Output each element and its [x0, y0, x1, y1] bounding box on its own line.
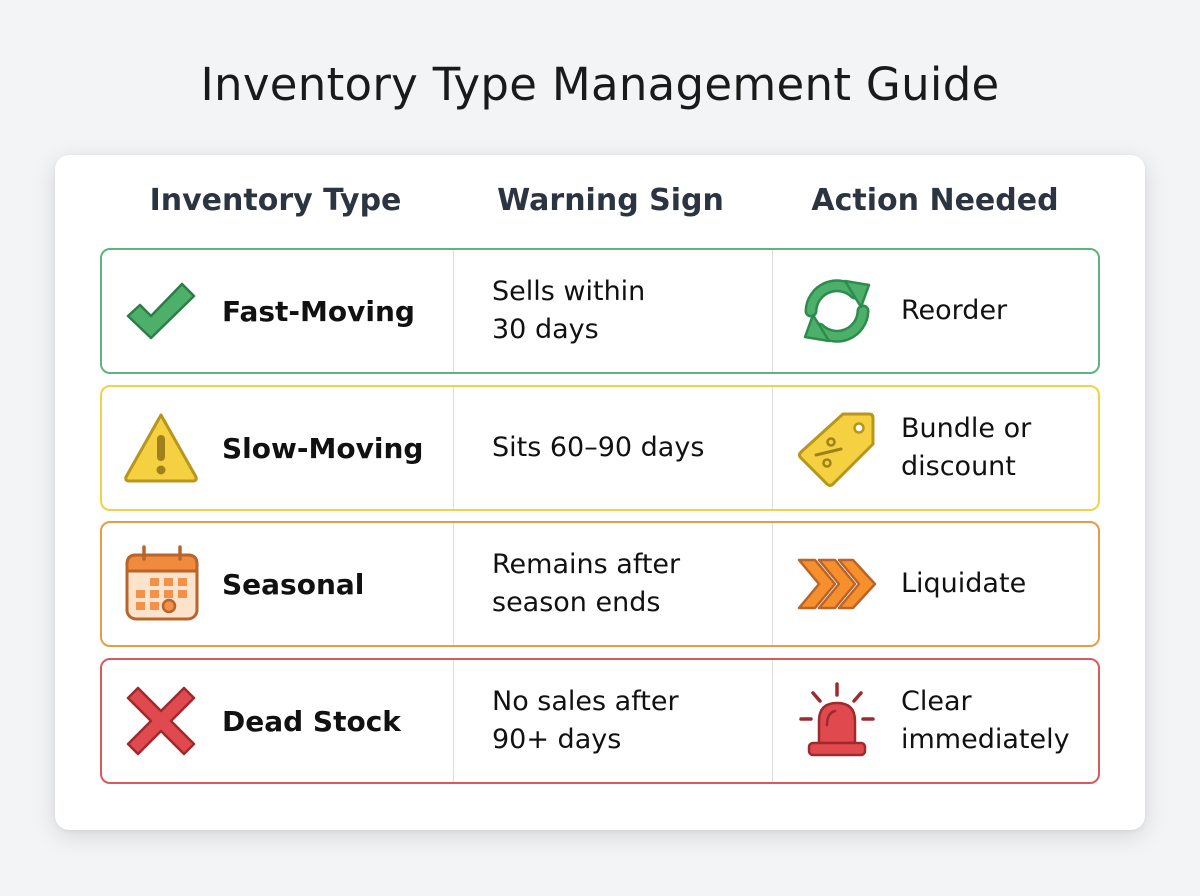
- alarm-siren-icon: [797, 681, 877, 761]
- discount-tag-icon: [797, 408, 877, 488]
- warning-text: Remains after season ends: [492, 549, 681, 618]
- type-cell: Dead Stock: [102, 660, 452, 782]
- checkmark-icon: [122, 272, 200, 350]
- type-label: Slow-Moving: [222, 431, 424, 465]
- action-cell: Bundle or discount: [772, 387, 1099, 509]
- warning-triangle-icon: [122, 409, 200, 487]
- warning-cell: No sales after 90+ days: [453, 660, 772, 782]
- calendar-icon: [122, 545, 200, 623]
- type-label: Seasonal: [222, 567, 365, 601]
- action-cell: Liquidate: [772, 523, 1099, 645]
- table-header: Inventory Type Warning Sign Action Neede…: [100, 183, 1100, 227]
- page-title: Inventory Type Management Guide: [200, 58, 1000, 111]
- fast-forward-icon: [797, 544, 877, 624]
- warning-text: Sells within 30 days: [492, 276, 646, 345]
- table-row-dead-stock: Dead Stock No sales after 90+ days Clear…: [100, 658, 1100, 784]
- action-cell: Clear immediately: [772, 660, 1099, 782]
- type-cell: Slow-Moving: [102, 387, 452, 509]
- action-text: Clear immediately: [901, 686, 1070, 755]
- table-row-fast-moving: Fast-Moving Sells within 30 days Reorder: [100, 248, 1100, 374]
- type-cell: Seasonal: [102, 523, 452, 645]
- action-text: Liquidate: [901, 568, 1027, 599]
- type-label: Dead Stock: [222, 704, 401, 738]
- warning-cell: Sits 60–90 days: [453, 387, 772, 509]
- refresh-cycle-icon: [797, 271, 877, 351]
- header-inventory-type: Inventory Type: [149, 183, 402, 218]
- header-warning-sign: Warning Sign: [497, 183, 724, 218]
- table-row-slow-moving: Slow-Moving Sits 60–90 days Bundle or di…: [100, 385, 1100, 511]
- type-label: Fast-Moving: [222, 294, 415, 328]
- warning-cell: Sells within 30 days: [453, 250, 772, 372]
- action-cell: Reorder: [772, 250, 1099, 372]
- x-mark-icon: [122, 682, 200, 760]
- warning-cell: Remains after season ends: [453, 523, 772, 645]
- action-text: Bundle or discount: [901, 413, 1032, 482]
- warning-text: No sales after 90+ days: [492, 686, 679, 755]
- warning-text: Sits 60–90 days: [492, 432, 705, 463]
- action-text: Reorder: [901, 295, 1008, 326]
- table-row-seasonal: Seasonal Remains after season ends Liqui…: [100, 521, 1100, 647]
- type-cell: Fast-Moving: [102, 250, 452, 372]
- header-action-needed: Action Needed: [811, 183, 1059, 218]
